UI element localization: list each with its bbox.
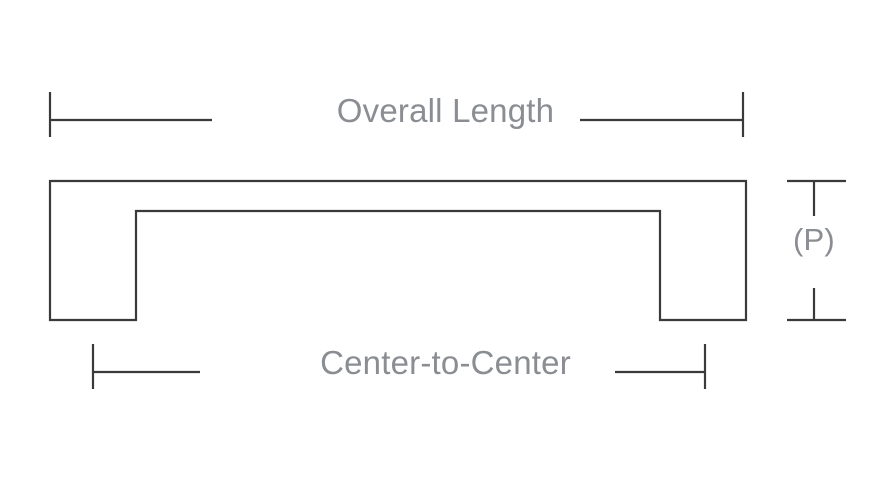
handle-profile-outline (48, 179, 748, 322)
projection-label: (P) (793, 222, 835, 257)
center-to-center-label: Center-to-Center (320, 344, 571, 381)
overall-length-dimension-group (48, 92, 745, 137)
center-to-center-dimension-group (91, 344, 707, 389)
projection-dimension-group (787, 179, 846, 322)
overall-length-label: Overall Length (336, 92, 555, 129)
